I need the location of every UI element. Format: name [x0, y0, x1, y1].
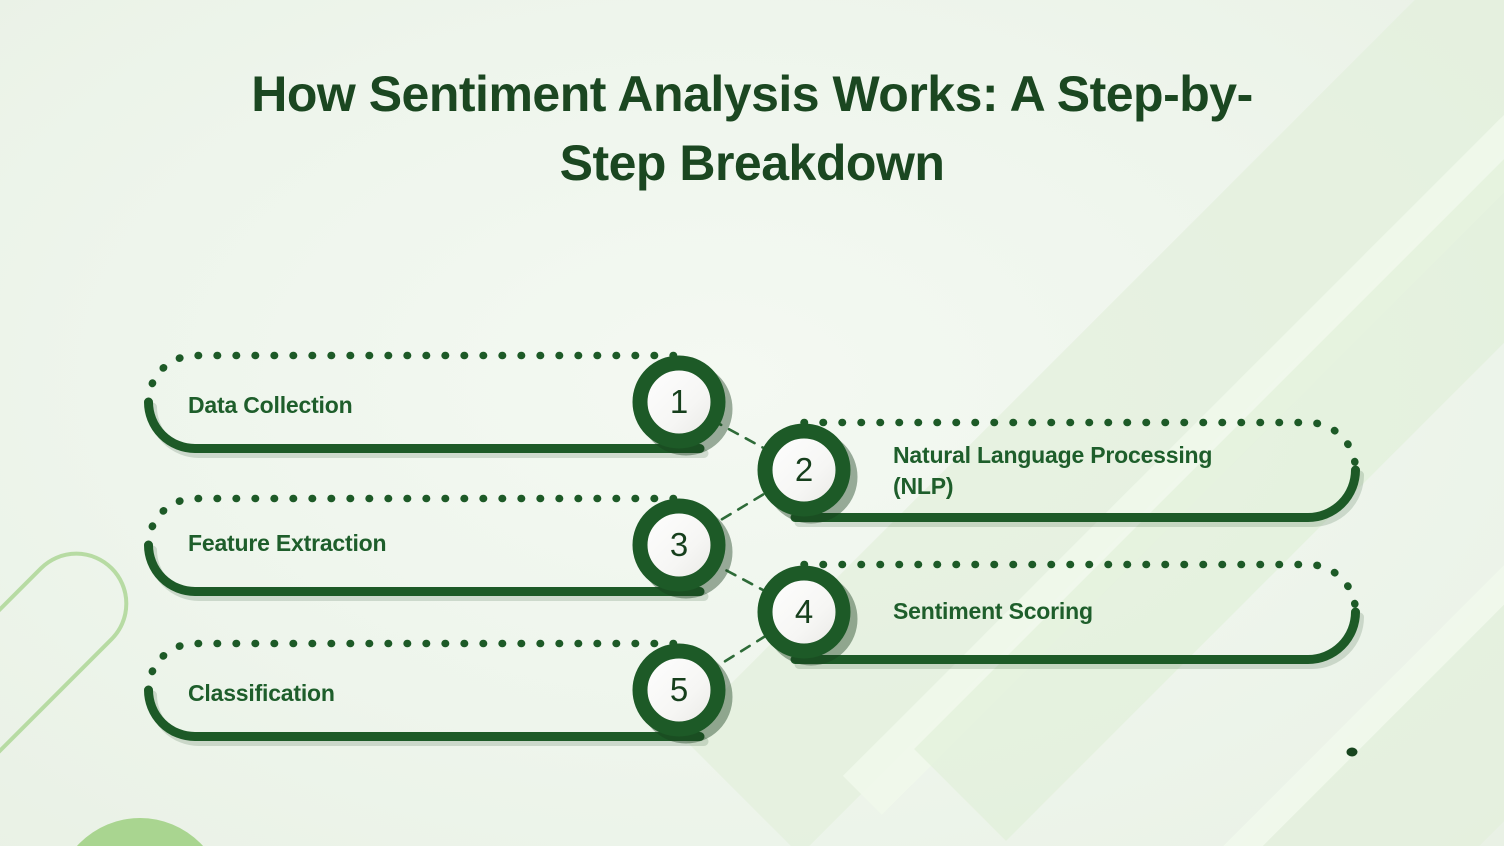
pill-dotted-border [144, 639, 683, 694]
pill-solid-border [790, 607, 1360, 664]
step-2-circle [757, 423, 851, 517]
background-stripe [842, 0, 1504, 815]
pill-dotted-border [144, 351, 683, 406]
step-5-number: 5 [669, 671, 689, 708]
pill-solid-border [144, 685, 705, 741]
step-1-label: Data Collection [188, 392, 353, 418]
page-title-line-2: Step Breakdown [559, 135, 945, 191]
pill-solid-border [790, 465, 1360, 522]
step-2-pill [790, 418, 1360, 522]
step-5-circle [632, 643, 726, 737]
step-3-circle [632, 498, 726, 592]
step-5-pill [144, 639, 705, 741]
pill-dotted-border [144, 494, 683, 549]
step-4-label: Sentiment Scoring [893, 598, 1093, 624]
step-1-number: 1 [669, 383, 689, 420]
capsule-outline-shape [0, 551, 129, 819]
pill-dotted-border [800, 560, 1360, 616]
step-2-label: Natural Language Processing (NLP) [893, 442, 1213, 499]
background-stripe [679, 0, 1504, 846]
accent-dot-shape [1346, 747, 1358, 757]
pill-solid-border [144, 540, 705, 596]
step-4-pill [790, 560, 1360, 664]
step-5-label: Classification [188, 680, 335, 706]
step-1-circle [632, 355, 726, 449]
step-4-number: 4 [794, 593, 814, 630]
page-title-line-1: How Sentiment Analysis Works: A Step-by- [251, 66, 1253, 122]
blob-shape [76, 818, 204, 846]
background-stripes [679, 0, 1504, 846]
pill-dotted-border [800, 418, 1360, 474]
background-stripe [914, 0, 1504, 841]
step-3-label: Feature Extraction [188, 530, 387, 556]
step-2-number: 2 [794, 451, 814, 488]
step-1-pill [144, 351, 705, 453]
step-4-circle [757, 565, 851, 659]
step-3-number: 3 [669, 526, 689, 563]
pill-solid-border [144, 397, 705, 453]
page-title: How Sentiment Analysis Works: A Step-by-… [0, 60, 1504, 198]
step-3-pill [144, 494, 705, 596]
